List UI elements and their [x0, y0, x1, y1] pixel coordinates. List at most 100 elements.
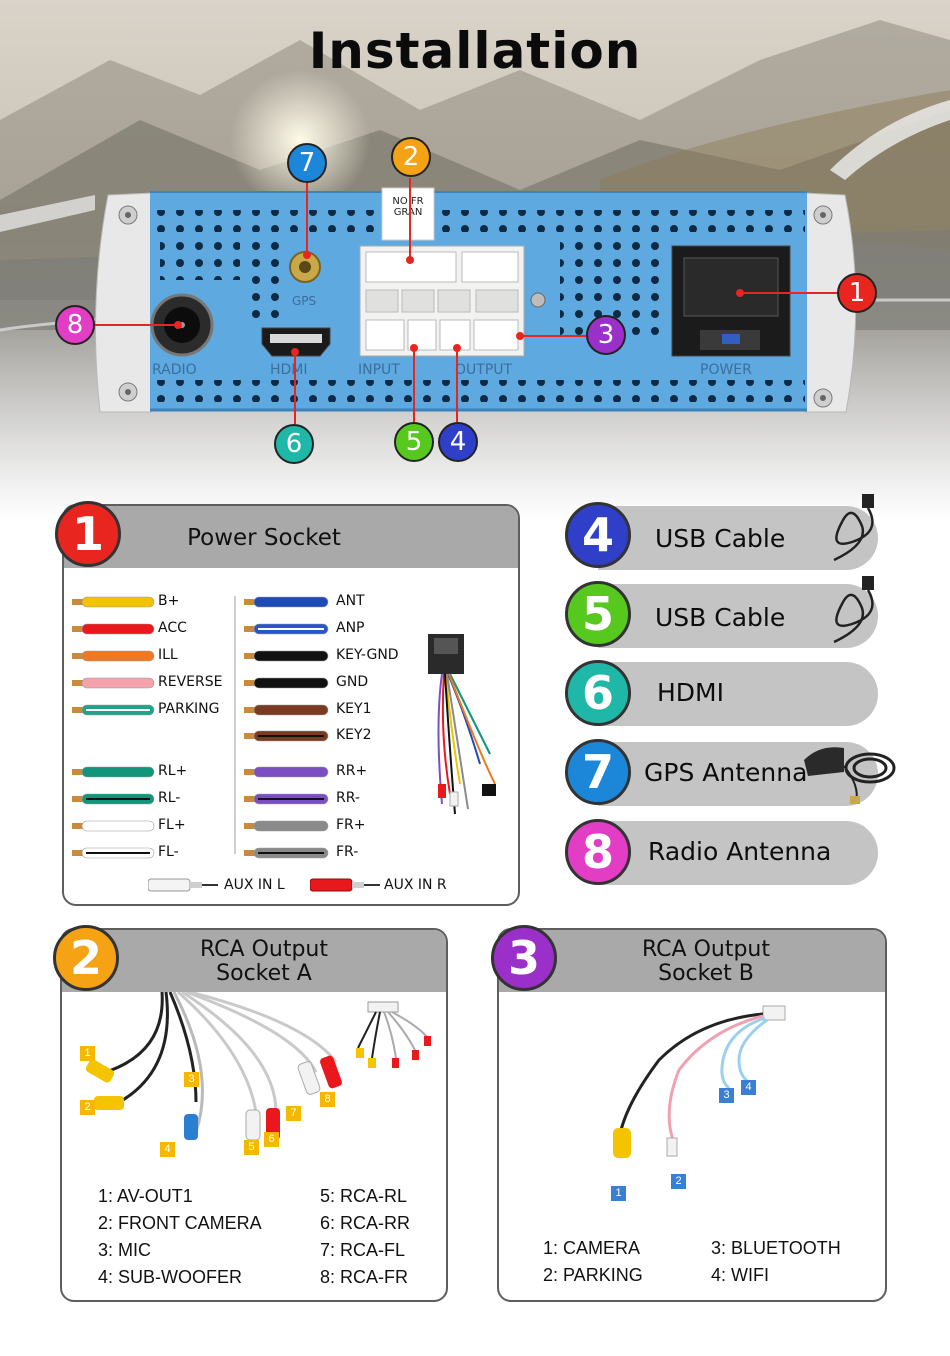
wire-swatch-right-9 [244, 847, 329, 859]
rca-b-tag-4: 4 [741, 1080, 756, 1095]
side-item-usb-1 [598, 506, 878, 570]
wire-swatch-left-7 [72, 820, 155, 832]
unit-label-input: INPUT [358, 362, 400, 378]
rca-socket-a-panel: RCA Output Socket A [60, 928, 448, 1302]
rca-a-item: 8: RCA-FR [320, 1267, 409, 1287]
callout-6: 6 [274, 424, 314, 464]
unit-label-radio: RADIO [152, 362, 197, 378]
rca-a-tag-2: 2 [80, 1100, 95, 1115]
wire-label-right: ANT [336, 593, 365, 609]
rca-a-tag-3: 3 [184, 1072, 199, 1087]
wire-swatch-right-6 [244, 766, 329, 778]
callout-7: 7 [287, 143, 327, 183]
power-socket-title: Power Socket [187, 525, 341, 551]
aux-in-r-plug [310, 878, 380, 892]
wire-swatch-left-3 [72, 677, 155, 689]
wire-label-left: ACC [158, 620, 187, 636]
wire-label-left: B+ [158, 593, 180, 609]
rca-a-item: 7: RCA-FL [320, 1240, 406, 1260]
wire-swatch-left-1 [72, 623, 155, 635]
callout-4: 4 [438, 422, 478, 462]
wire-swatch-left-5 [72, 766, 155, 778]
aux-in-l-plug [148, 878, 218, 892]
rca-a-item: 6: RCA-RR [320, 1213, 411, 1233]
rca-a-item: 2: FRONT CAMERA [98, 1213, 262, 1233]
rca-a-title-line2: Socket A [216, 961, 312, 986]
wire-swatch-right-7 [244, 793, 329, 805]
wire-swatches [72, 596, 329, 859]
rca-a-tag-4: 4 [160, 1142, 175, 1157]
wire-swatch-right-8 [244, 820, 329, 832]
rca-b-tag-3: 3 [719, 1088, 734, 1103]
unit-label-output: OUTPUT [455, 362, 513, 378]
wire-label-left: FL+ [158, 817, 186, 833]
unit-label-power: POWER [700, 362, 752, 378]
rca-b-title-line1: RCA Output [641, 937, 770, 962]
wire-swatch-left-2 [72, 650, 155, 662]
rca-socket-b-harness-image [613, 1005, 786, 1158]
socket-sticker: NO FR GRAN [392, 196, 424, 218]
rca-socket-b-header [499, 930, 885, 992]
side-item-usb-2 [598, 584, 878, 648]
wire-label-right: FR- [336, 844, 359, 860]
side-item-label: GPS Antenna [644, 758, 808, 787]
callout-2: 2 [391, 137, 431, 177]
wire-label-right: KEY2 [336, 727, 372, 743]
usb-cable-icon [833, 576, 874, 644]
rca-a-tag-8: 8 [320, 1092, 335, 1107]
aux-in-r-label: AUX IN R [384, 877, 447, 893]
power-socket-badge: 1 [55, 501, 121, 567]
rca-b-title-line2: Socket B [658, 961, 754, 986]
wire-label-right: RR- [336, 790, 360, 806]
side-item-radio-antenna [598, 821, 878, 885]
side-item-badge: 7 [565, 739, 631, 805]
wire-label-left: REVERSE [158, 674, 223, 690]
callout-3: 3 [586, 315, 626, 355]
usb-cable-icon [833, 494, 874, 562]
wire-label-left: RL- [158, 790, 181, 806]
rca-socket-a-harness-image [85, 992, 431, 1141]
wire-label-left: RL+ [158, 763, 188, 779]
column-divider [234, 596, 236, 854]
wire-label-right: KEY-GND [336, 647, 399, 663]
wire-swatch-left-8 [72, 847, 155, 859]
wire-swatch-right-4 [244, 704, 329, 716]
rca-a-tag-1: 1 [80, 1046, 95, 1061]
callout-lines [94, 178, 838, 424]
rca-b-tag-2: 2 [671, 1174, 686, 1189]
wire-swatch-left-6 [72, 793, 155, 805]
gps-antenna-icon [804, 747, 896, 804]
side-item-label: Radio Antenna [648, 837, 832, 866]
side-item-badge: 6 [565, 660, 631, 726]
wire-label-right: RR+ [336, 763, 368, 779]
page-title: Installation [308, 22, 642, 80]
side-item-label: HDMI [657, 678, 724, 707]
rca-a-item: 3: MIC [98, 1240, 152, 1260]
unit-label-gps: GPS [292, 294, 317, 308]
wire-label-left: PARKING [158, 701, 220, 717]
rca-socket-b-badge: 3 [491, 925, 557, 991]
wire-label-right: KEY1 [336, 701, 372, 717]
rca-a-tag-7: 7 [286, 1106, 301, 1121]
wire-label-right: GND [336, 674, 369, 690]
rca-b-item: 2: PARKING [543, 1265, 643, 1285]
side-item-label: USB Cable [655, 524, 786, 553]
aux-in-l-label: AUX IN L [224, 877, 285, 893]
side-item-badge: 4 [565, 502, 631, 568]
rca-a-tag-5: 5 [244, 1140, 259, 1155]
callout-1: 1 [837, 273, 877, 313]
wire-swatch-right-2 [244, 650, 329, 662]
rca-a-item: 1: AV-OUT1 [98, 1186, 193, 1206]
wire-label-left: FL- [158, 844, 179, 860]
wire-swatch-left-0 [72, 596, 155, 608]
wire-swatch-right-3 [244, 677, 329, 689]
callout-5: 5 [394, 422, 434, 462]
wire-swatch-right-1 [244, 623, 329, 635]
wire-swatch-right-0 [244, 596, 329, 608]
wire-swatch-left-4 [72, 704, 155, 716]
callout-8: 8 [55, 305, 95, 345]
rca-a-tag-6: 6 [264, 1132, 279, 1147]
rca-b-item: 1: CAMERA [543, 1238, 641, 1258]
rca-socket-b-panel: RCA Output Socket B 1 2 3 4 1: CAMERA 2:… [497, 928, 887, 1302]
